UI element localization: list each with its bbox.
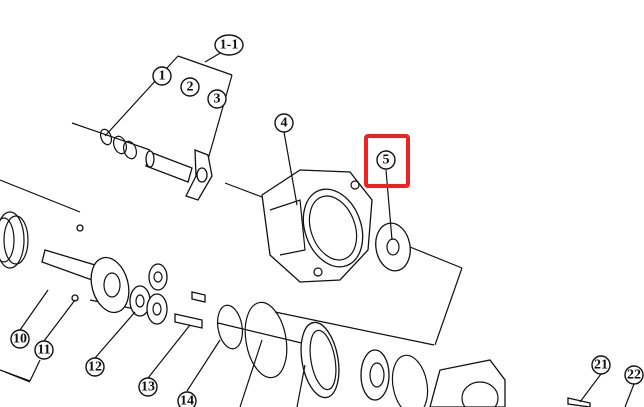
callout-11: 11 (34, 340, 54, 360)
callout-1: 1 (152, 66, 172, 86)
callout-2: 2 (180, 77, 200, 97)
end-cap (429, 359, 506, 407)
callout-label: 10 (13, 332, 27, 347)
callout-label: 3 (214, 92, 221, 107)
ratchet-ring (300, 321, 340, 399)
callout-label: 21 (594, 358, 608, 373)
retaining-rings (216, 301, 288, 379)
callout-13: 13 (138, 377, 158, 397)
callout-label: 1 (159, 69, 166, 84)
gear-shaft-part (41, 224, 130, 314)
callout-label: 4 (281, 116, 288, 131)
housing-part (261, 169, 373, 283)
highlight-box (364, 134, 410, 188)
screw-part (567, 397, 591, 407)
callout-label: 13 (141, 380, 155, 395)
callout-3: 3 (207, 89, 227, 109)
callout-22: 22 (624, 365, 644, 385)
bearings (129, 263, 168, 325)
callout-5: 5 (376, 150, 396, 170)
callout-12: 12 (85, 357, 105, 377)
callout-4: 4 (274, 113, 294, 133)
callout-label: 2 (187, 80, 194, 95)
callout-1-1: 1-1 (214, 34, 244, 56)
callout-leaders (19, 131, 635, 407)
pins (174, 291, 206, 329)
washer-part (375, 222, 411, 272)
callout-10: 10 (10, 329, 30, 349)
callout-label: 14 (180, 394, 194, 407)
bearing-large (360, 349, 429, 407)
spring-part (0, 211, 29, 269)
callout-label: 12 (88, 360, 102, 375)
shaft-part (145, 149, 213, 201)
callout-label: 22 (627, 368, 641, 383)
callout-14: 14 (177, 391, 197, 407)
callout-label: 11 (37, 343, 50, 358)
o-rings (99, 128, 138, 160)
callout-label: 5 (383, 153, 390, 168)
callout-21: 21 (591, 355, 611, 375)
callout-label: 1-1 (220, 38, 239, 53)
